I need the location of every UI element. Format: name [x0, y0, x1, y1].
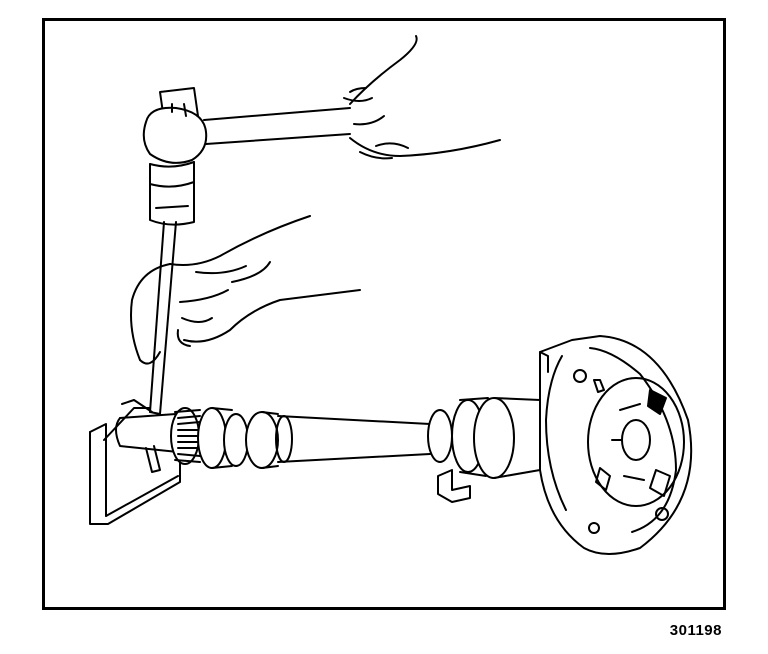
hand-icon — [343, 35, 501, 160]
shaft-icon — [115, 397, 541, 503]
punch-tool-icon — [149, 221, 177, 415]
hammer-icon — [142, 87, 351, 226]
hand-icon — [130, 215, 361, 365]
housing-icon — [539, 335, 693, 555]
figure-code: 301198 — [669, 622, 722, 639]
vise-icon — [89, 399, 181, 525]
